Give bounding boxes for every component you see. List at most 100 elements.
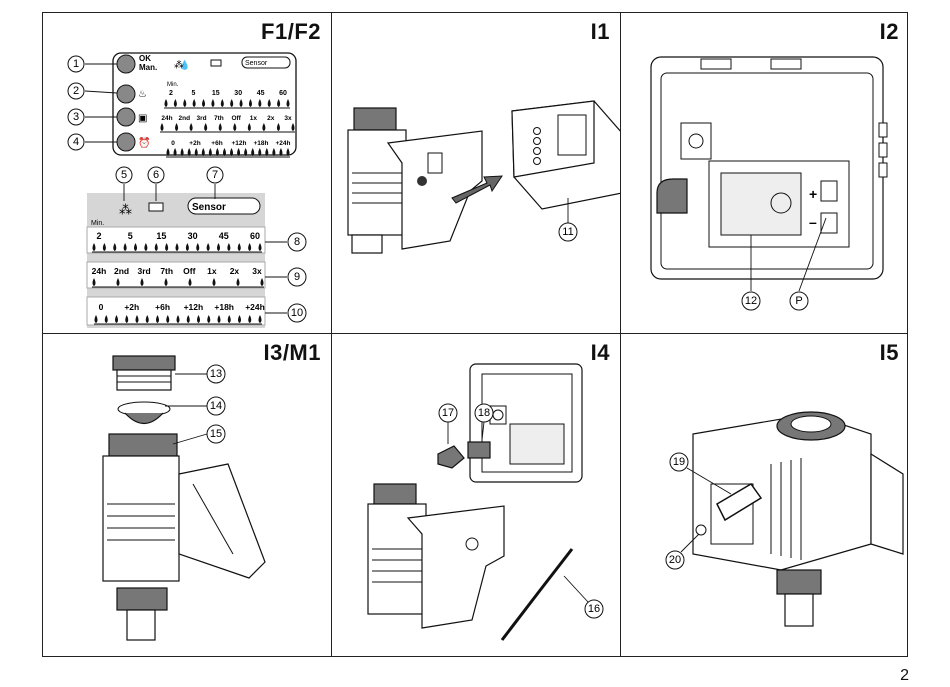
callout-1: 1 [67, 55, 85, 73]
panel-title: I4 [590, 340, 610, 365]
scale-label: 24h [92, 266, 107, 276]
callout-13: 13 [206, 364, 226, 384]
callout-14: 14 [206, 396, 226, 416]
drop-tick [239, 99, 243, 107]
min-label: Min. [91, 220, 104, 227]
callout-7: 7 [206, 166, 224, 184]
filter-insert [124, 412, 164, 425]
battery-icon [148, 202, 164, 212]
scale-label: 60 [250, 231, 260, 241]
drop-tick [164, 99, 168, 107]
drop-tick [208, 148, 212, 156]
drop-tick [185, 243, 189, 251]
drop-tick [291, 123, 295, 131]
scale-label: 2x [267, 115, 275, 122]
scale-label: +2h [189, 140, 200, 147]
drop-tick [176, 315, 180, 323]
grid-divider [331, 13, 333, 656]
drop-tick [196, 243, 200, 251]
svg-text:15: 15 [210, 428, 222, 440]
scale-label: +24h [276, 140, 291, 147]
scale-label: 0 [171, 140, 175, 147]
button-2 [116, 84, 136, 104]
drop-tick [258, 99, 262, 107]
drop-tick [227, 315, 231, 323]
drop-tick [197, 315, 200, 323]
contact-minus [820, 212, 838, 234]
drop-tick [227, 243, 231, 251]
scale-label: 45 [219, 231, 229, 241]
svg-text:13: 13 [210, 368, 222, 380]
drop-tick [173, 148, 177, 156]
scale-label: +12h [232, 140, 247, 147]
scale-label: 30 [188, 231, 198, 241]
scale-label: 1x [250, 115, 258, 122]
man-label: Man. [139, 63, 157, 72]
drop-tick [188, 278, 192, 286]
scale-label: 2nd [114, 266, 129, 276]
drop-tick [173, 99, 177, 107]
svg-text:3: 3 [73, 111, 79, 123]
module-cradle [386, 130, 483, 250]
drop-tick [206, 243, 210, 251]
callout-15: 15 [206, 424, 226, 444]
threaded-adapter [116, 369, 172, 391]
module-cradle [406, 505, 505, 629]
svg-text:2: 2 [73, 85, 79, 97]
svg-text:12: 12 [745, 295, 757, 307]
callout-p: P [789, 291, 809, 311]
drop-tick [207, 315, 211, 323]
page-number: 2 [900, 667, 909, 684]
tap-connection-diagram: 13 14 15 [102, 355, 266, 641]
drop-tick [260, 278, 264, 286]
water-drops-icon: ⁂ [174, 60, 184, 71]
cradle-socket [427, 152, 443, 174]
drop-tick [233, 123, 237, 131]
panel-title: F1/F2 [261, 19, 321, 44]
callout-4: 4 [67, 133, 85, 151]
callout-2: 2 [67, 82, 85, 100]
drop-tick [192, 99, 196, 107]
housing-clip [700, 58, 732, 70]
svg-text:1: 1 [73, 58, 79, 70]
tap-connector [353, 107, 397, 131]
drop-tick [244, 148, 248, 156]
button-4 [116, 132, 136, 152]
drop-tick [113, 243, 117, 251]
coupling-nut [108, 433, 178, 457]
scale-label: 3x [252, 266, 262, 276]
drop-tick [267, 99, 271, 107]
panel-title: I2 [879, 19, 899, 44]
drop-tick [156, 315, 159, 323]
battery-icon [210, 59, 222, 67]
drop-tick [166, 315, 170, 323]
drop-tick [135, 315, 139, 323]
scale-label: 1x [207, 266, 217, 276]
svg-text:11: 11 [562, 226, 573, 238]
panel-i3-m1: I3/M1 13 14 15 [43, 334, 331, 656]
insert-arrow-icon [451, 175, 503, 204]
svg-text:7: 7 [212, 169, 218, 181]
drop-tick [123, 243, 127, 251]
plus-label: + [809, 186, 817, 202]
drop-tick [164, 278, 168, 286]
scale-label: 5 [128, 231, 133, 241]
sensor-label: Sensor [192, 202, 226, 213]
drop-tick [251, 148, 255, 156]
sensor-indicator [241, 56, 291, 69]
module-screen [557, 114, 587, 156]
drop-tick [116, 278, 120, 286]
drop-tick [145, 315, 149, 323]
port-cap [437, 445, 465, 469]
drop-tick [237, 148, 241, 156]
scale-label: +24h [245, 302, 265, 312]
callout-3: 3 [67, 108, 85, 126]
drop-tick [217, 315, 221, 323]
callout-6: 6 [147, 166, 165, 184]
drop-tick [238, 315, 241, 323]
scale-label: 2 [96, 231, 101, 241]
drop-tick [277, 99, 281, 107]
drop-tick [166, 148, 170, 156]
battery-compartment-diagram: + – 12 P [650, 56, 888, 311]
